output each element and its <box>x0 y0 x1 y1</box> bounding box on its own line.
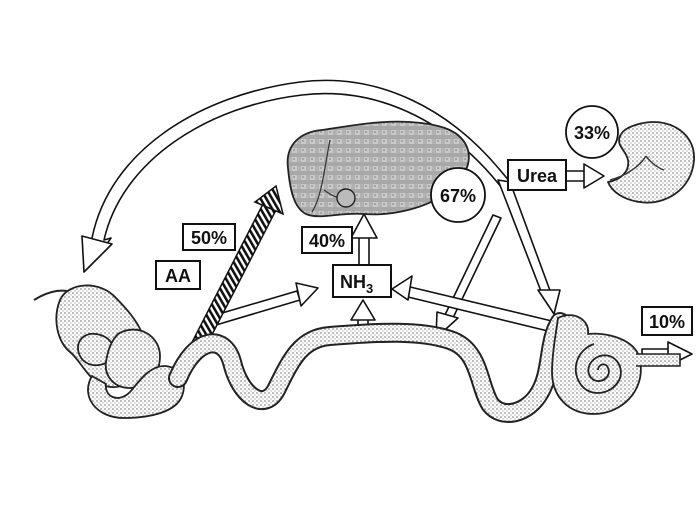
gallbladder <box>336 188 356 208</box>
amino-acid-pct-box: 50% <box>182 223 236 251</box>
urea-box: Urea <box>507 159 567 191</box>
urea-label: Urea <box>517 166 558 186</box>
colon-arrowhead <box>537 289 561 315</box>
liver-fissure <box>311 139 331 213</box>
arch-arrowhead <box>81 235 113 273</box>
nh3-to-liver-arrowhead <box>350 213 378 239</box>
ammonia-pct-box: 40% <box>301 226 353 254</box>
colon <box>551 314 642 415</box>
urea-to-kidney-arrowhead <box>583 163 605 189</box>
excreted-pct-box: 10% <box>641 306 693 336</box>
ammonia-pct-label: 40% <box>309 231 345 251</box>
liver <box>286 120 470 218</box>
kidney-pelvis <box>609 155 665 181</box>
intestine-tube-fill <box>170 314 568 421</box>
urea-to-gut-pct-label: 67% <box>440 186 476 206</box>
rectum <box>636 353 681 367</box>
urea-to-kidney-arrow <box>565 170 587 182</box>
intestine-up-arrowhead <box>350 299 376 321</box>
aa-arrowhead <box>253 184 285 216</box>
amino-acid-label: AA <box>165 266 191 286</box>
urea-to-kidney-pct-label: 33% <box>574 123 610 143</box>
urea-to-gut-circle: 67% <box>430 167 486 223</box>
ammonia-label: NH3 <box>340 272 373 296</box>
excreted-pct-label: 10% <box>649 312 685 332</box>
urea-to-kidney-circle: 33% <box>565 105 619 159</box>
ammonia-box: NH3 <box>332 264 392 298</box>
colon-spiral <box>574 343 622 394</box>
amino-acid-pct-label: 50% <box>191 228 227 248</box>
urea-to-colon-arrow <box>497 179 553 300</box>
nh3-right-arrowhead <box>295 282 319 307</box>
amino-acid-box: AA <box>155 260 201 290</box>
nh3-left-arrowhead <box>391 275 413 301</box>
nh3-to-liver-stem <box>358 234 370 269</box>
